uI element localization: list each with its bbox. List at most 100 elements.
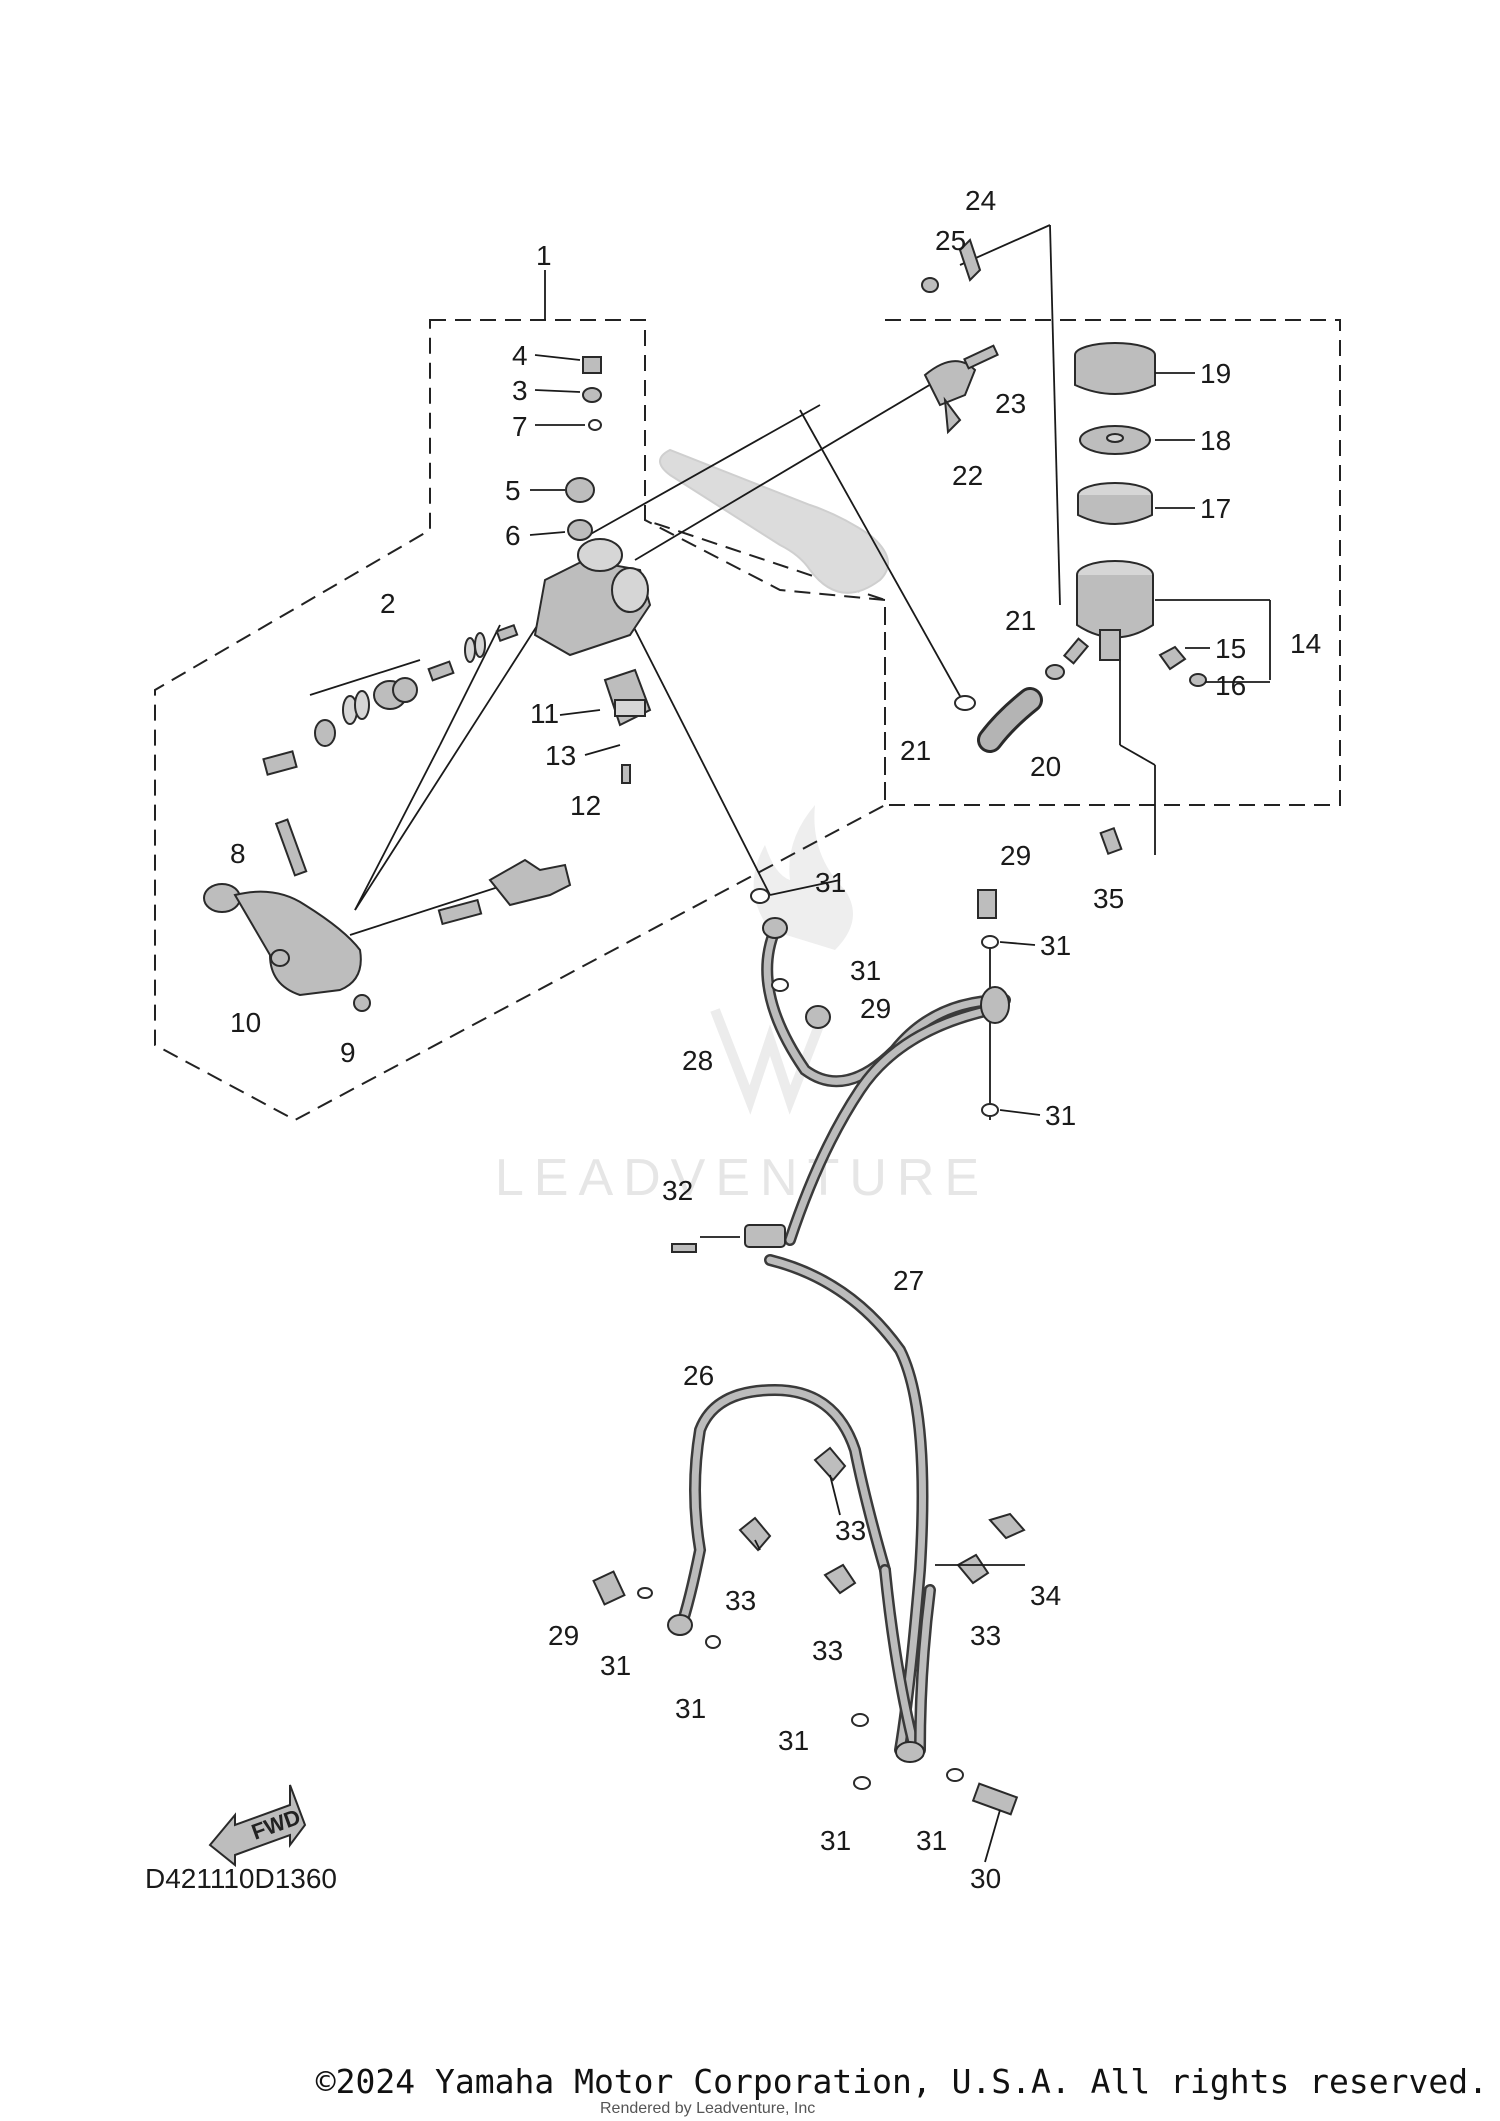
callout-13: 13 — [545, 740, 576, 771]
callout-15: 15 — [1215, 633, 1246, 664]
union-bolt-top — [977, 889, 997, 919]
switch-screw — [621, 764, 631, 784]
bracket-top — [958, 238, 982, 282]
callout-16: 16 — [1215, 670, 1246, 701]
hose-guides — [738, 1446, 1026, 1595]
diagram-code: D421110D1360 — [145, 1863, 337, 1894]
callout-33-d: 33 — [970, 1620, 1001, 1651]
callout-34: 34 — [1030, 1580, 1061, 1611]
callout-31-h: 31 — [820, 1825, 851, 1856]
bleeder-screw — [565, 477, 595, 503]
lever-nut — [353, 994, 371, 1012]
callout-ticks — [529, 354, 1271, 1863]
reservoir-hose — [977, 687, 1043, 753]
union-bolt-left — [592, 1570, 626, 1606]
callout-21-lower: 21 — [900, 735, 931, 766]
callout-4: 4 — [512, 340, 528, 371]
reservoir-plate — [1079, 425, 1151, 455]
union-bolt-lower — [971, 1782, 1019, 1816]
guide-bolt — [671, 1243, 697, 1253]
lever-spring-and-pivot — [437, 858, 572, 926]
callout-17: 17 — [1200, 493, 1231, 524]
callout-29-top: 29 — [1000, 840, 1031, 871]
watermark-text: LEADVENTURE — [495, 1149, 989, 1207]
reservoir-cap — [1074, 342, 1156, 395]
callout-23: 23 — [995, 388, 1026, 419]
hose-clip-lower — [954, 695, 976, 711]
rendered-by-note: Rendered by Leadventure, Inc — [600, 2100, 816, 2117]
callout-30: 30 — [970, 1863, 1001, 1894]
callout-9: 9 — [340, 1037, 356, 1068]
watermark: LEADVENTURE — [495, 805, 989, 1207]
callout-32: 32 — [662, 1175, 693, 1206]
callout-33-c: 33 — [812, 1635, 843, 1666]
hose-clamp-mid — [744, 986, 1010, 1248]
callout-31-f: 31 — [675, 1693, 706, 1724]
bleeder-cap — [567, 519, 593, 541]
lever-adjuster — [270, 949, 290, 967]
callout-1: 1 — [536, 240, 552, 271]
reservoir-tank — [1062, 560, 1154, 665]
reservoir-diaphragm — [1077, 482, 1153, 525]
master-cylinder-kit — [262, 623, 519, 776]
callout-7: 7 — [512, 411, 528, 442]
callout-31-c: 31 — [1040, 930, 1071, 961]
hose-clip-upper — [1045, 664, 1065, 680]
callout-31-e: 31 — [600, 1650, 631, 1681]
callout-14: 14 — [1290, 628, 1321, 659]
hose-union-left — [667, 1614, 693, 1636]
hose-union-upper — [762, 917, 788, 939]
callout-35: 35 — [1093, 883, 1124, 914]
callout-25: 25 — [935, 225, 966, 256]
lever-bolt — [274, 818, 308, 877]
callout-6: 6 — [505, 520, 521, 551]
callout-3: 3 — [512, 375, 528, 406]
master-cylinder-body — [533, 538, 652, 657]
callout-5: 5 — [505, 475, 521, 506]
union-bolt-upper — [805, 1005, 831, 1029]
callout-31-b: 31 — [850, 955, 881, 986]
callout-8: 8 — [230, 838, 246, 869]
plain-washer — [582, 387, 602, 403]
hose-union-lower — [895, 1741, 925, 1763]
callout-31-d: 31 — [1045, 1100, 1076, 1131]
cap-bolt — [582, 356, 602, 374]
copper-washers — [637, 888, 999, 1790]
holder-bolt — [963, 344, 999, 370]
brake-hose-main — [764, 1254, 929, 1756]
callout-21-upper: 21 — [1005, 605, 1036, 636]
callout-11: 11 — [530, 698, 559, 729]
reservoir-screw — [1189, 673, 1207, 687]
callout-28: 28 — [682, 1045, 713, 1076]
copyright-text: ©2024 Yamaha Motor Corporation, U.S.A. A… — [315, 2062, 1488, 2101]
reservoir-bracket — [1158, 645, 1187, 671]
brake-switch — [603, 668, 652, 727]
callout-31-i: 31 — [916, 1825, 947, 1856]
bracket-bolt — [921, 277, 939, 293]
callout-22: 22 — [952, 460, 983, 491]
master-cylinder-group-outline — [154, 319, 886, 1122]
brake-lever — [203, 883, 362, 997]
callout-2: 2 — [380, 588, 396, 619]
callout-29-upper: 29 — [860, 993, 891, 1024]
callout-10: 10 — [230, 1007, 261, 1038]
o-ring-small — [588, 419, 602, 431]
brake-hose-upper — [761, 924, 1011, 1246]
callout-26: 26 — [683, 1360, 714, 1391]
leader-lines — [309, 224, 1156, 1120]
callout-27: 27 — [893, 1265, 924, 1296]
callout-31-g: 31 — [778, 1725, 809, 1756]
copyright-notice: ©2024 Yamaha Motor Corporation, U.S.A. A… — [0, 2062, 1500, 2101]
callout-20: 20 — [1030, 751, 1061, 782]
callout-33-b: 33 — [725, 1585, 756, 1616]
callout-19: 19 — [1200, 358, 1231, 389]
handlebar-holder — [923, 360, 977, 435]
forward-arrow: FWD — [208, 1784, 307, 1868]
reservoir-group-outline — [644, 319, 1341, 806]
callout-24: 24 — [965, 185, 996, 216]
callout-12: 12 — [570, 790, 601, 821]
callout-labels: 1 2 3 4 5 6 7 8 9 10 11 12 13 14 15 16 1… — [230, 185, 1321, 1894]
brake-hose-left — [674, 1383, 936, 1756]
callout-18: 18 — [1200, 425, 1231, 456]
